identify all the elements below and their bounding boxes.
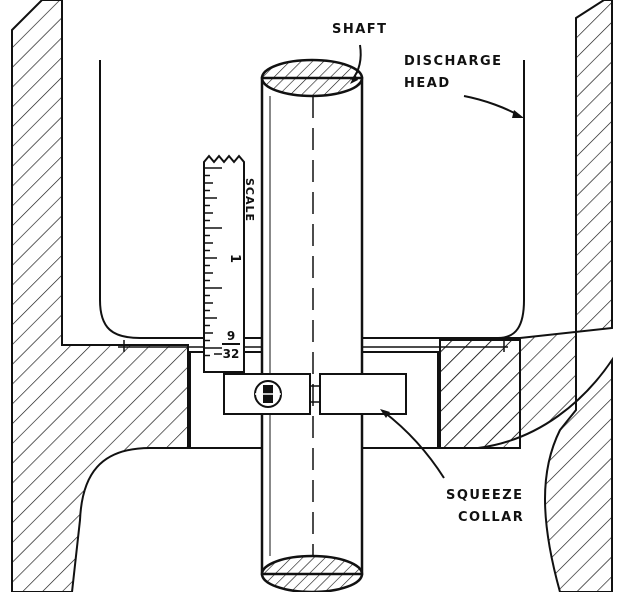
left-housing-wall	[11, 0, 189, 592]
discharge-head-casing	[99, 60, 525, 339]
shaft-top-section	[260, 58, 364, 98]
scale-ticks	[204, 167, 222, 357]
discharge-head-label-line1: DISCHARGE	[404, 54, 503, 69]
squeeze-collar	[223, 373, 407, 415]
squeeze-collar-right-half	[319, 373, 407, 415]
shaft-label: SHAFT	[332, 22, 388, 37]
squeeze-collar-leader-arrow	[383, 411, 445, 479]
scale-mark-one: 1	[227, 254, 242, 264]
fraction-bar	[222, 343, 240, 345]
squeeze-collar-label-line1: SQUEEZE	[446, 488, 524, 503]
fraction-numerator: 9	[226, 329, 236, 343]
squeeze-collar-label-line2: COLLAR	[458, 510, 525, 525]
shaft	[260, 58, 364, 592]
scale-label: SCALE	[243, 178, 256, 223]
discharge-head-label-line2: HEAD	[404, 76, 451, 91]
fraction-denominator: 32	[222, 347, 240, 361]
right-flange-block	[439, 339, 521, 449]
shaft-bottom-section	[260, 554, 364, 592]
discharge-head-leader-arrow	[463, 95, 521, 117]
